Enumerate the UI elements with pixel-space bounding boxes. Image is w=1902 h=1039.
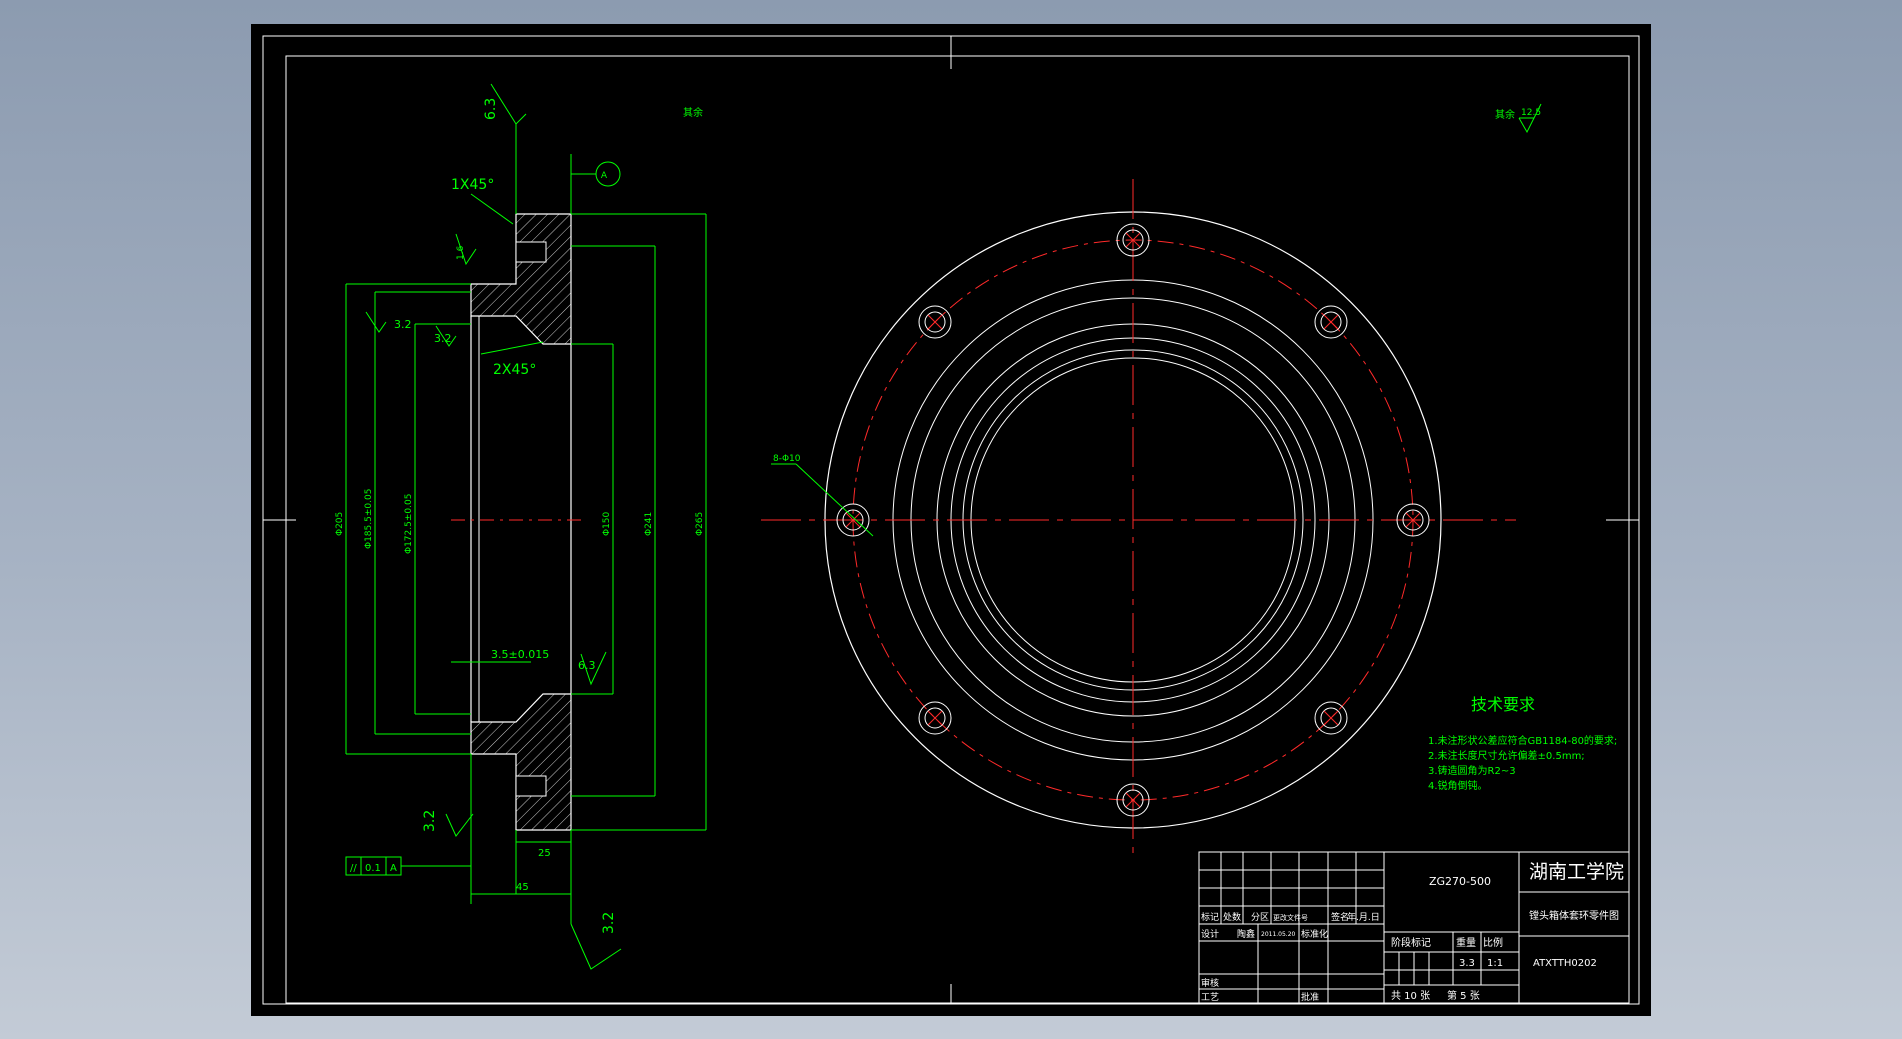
- drawing-canvas: 其余 1X45° 2X45° A 6.3 1.6 3.2 3.2 6.3 3.2…: [262, 35, 1640, 1005]
- scale-value: 1:1: [1487, 958, 1503, 969]
- tech-requirements-title: 技术要求: [1471, 695, 1535, 714]
- header-change-doc: 更改文件号: [1273, 913, 1308, 922]
- header-zone: 分区: [1251, 912, 1269, 923]
- dim-d172-label: Φ172.5±0.05: [404, 494, 414, 554]
- tolerance-step-label: 3.5±0.015: [491, 648, 549, 661]
- dim-d185-label: Φ185.5±0.05: [364, 489, 374, 549]
- parallel-tolerance: 0.1: [365, 863, 381, 874]
- bolt-hole: [1314, 701, 1348, 735]
- weight-label: 重量: [1456, 936, 1476, 949]
- other-roughness-symbol: 其余 12.5: [1495, 103, 1542, 134]
- inner-frame: [285, 55, 1630, 1004]
- roughness-top-label: 6.3: [483, 98, 499, 120]
- tech-req-item-2: 2.未注长度尺寸允许偏差±0.5mm;: [1428, 749, 1585, 762]
- lower-section-hatch: [470, 693, 572, 831]
- approve-label: 批准: [1301, 991, 1319, 1003]
- chamfer-1-label: 1X45°: [451, 177, 494, 193]
- dim-d150-label: Φ150: [602, 511, 612, 536]
- bolt-hole: [1116, 223, 1150, 257]
- holes-label: 8-Φ10: [773, 454, 801, 464]
- roughness-left-2-label: 3.2: [434, 332, 452, 345]
- roughness-bottom-label: 3.2: [601, 912, 617, 934]
- dim-d241-label: Φ241: [644, 512, 654, 536]
- tech-req-item-4: 4.锐角倒钝。: [1428, 779, 1488, 792]
- school-name: 湖南工学院: [1529, 861, 1624, 883]
- upper-section-hatch: [470, 213, 572, 345]
- process-label: 工艺: [1201, 992, 1219, 1003]
- bolt-hole: [918, 701, 952, 735]
- header-mark: 标记: [1201, 911, 1219, 923]
- parallel-symbol: //: [350, 863, 357, 874]
- parallel-datum: A: [390, 863, 397, 874]
- roughness-small-label: 1.6: [456, 245, 466, 260]
- other-roughness-prefix: 其余: [683, 106, 703, 119]
- tech-requirements: 技术要求 1.未注形状公差应符合GB1184-80的要求; 2.未注长度尺寸允许…: [1428, 695, 1617, 792]
- datum-a-label: A: [601, 171, 608, 181]
- roughness-right-label: 6.3: [578, 659, 596, 672]
- bolt-hole: [1396, 503, 1430, 537]
- header-date: 年.月.日: [1347, 911, 1380, 923]
- sheet-number: 第 5 张: [1447, 989, 1480, 1002]
- bolt-holes: [836, 223, 1430, 817]
- front-view: 8-Φ10: [761, 179, 1516, 859]
- dim-d265-label: Φ265: [695, 512, 705, 536]
- header-count: 处数: [1223, 911, 1241, 923]
- bolt-hole: [918, 305, 952, 339]
- tech-req-item-1: 1.未注形状公差应符合GB1184-80的要求;: [1428, 734, 1617, 747]
- review-label: 审核: [1201, 977, 1219, 989]
- title-block: [1198, 851, 1630, 1004]
- other-roughness-prefix: 其余: [1495, 108, 1515, 121]
- part-name: 镗头箱体套环零件图: [1529, 909, 1619, 922]
- scale-label: 比例: [1483, 936, 1503, 949]
- bolt-hole: [1314, 305, 1348, 339]
- dim-d205-label: Φ205: [335, 512, 345, 536]
- roughness-bottom-left-label: 3.2: [422, 810, 438, 832]
- dim-25-label: 25: [538, 848, 551, 859]
- section-view: 其余 1X45° 2X45° A 6.3 1.6 3.2 3.2 6.3 3.2…: [335, 83, 707, 970]
- cad-drawing-sheet: 其余 1X45° 2X45° A 6.3 1.6 3.2 3.2 6.3 3.2…: [251, 24, 1651, 1016]
- tech-req-item-3: 3.铸造圆角为R2~3: [1428, 764, 1516, 777]
- weight-value: 3.3: [1459, 958, 1475, 969]
- dim-45-label: 45: [516, 882, 529, 893]
- design-label: 设计: [1201, 928, 1219, 940]
- bolt-hole: [1116, 783, 1150, 817]
- drawing-number: ATXTTH0202: [1533, 958, 1597, 969]
- roughness-left-1-label: 3.2: [394, 318, 412, 331]
- drawing-code: ZG270-500: [1429, 875, 1491, 888]
- stage-label: 阶段标记: [1391, 936, 1431, 949]
- bolt-hole: [836, 503, 870, 537]
- chamfer-2-label: 2X45°: [493, 362, 536, 378]
- header-sign: 签名: [1331, 911, 1349, 923]
- standardize-label: 标准化: [1301, 928, 1328, 940]
- designer-name: 陶鑫: [1237, 928, 1255, 940]
- sheets-total: 共 10 张: [1391, 990, 1430, 1002]
- other-roughness-value: 12.5: [1521, 108, 1541, 118]
- design-date: 2011.05.20: [1261, 931, 1296, 938]
